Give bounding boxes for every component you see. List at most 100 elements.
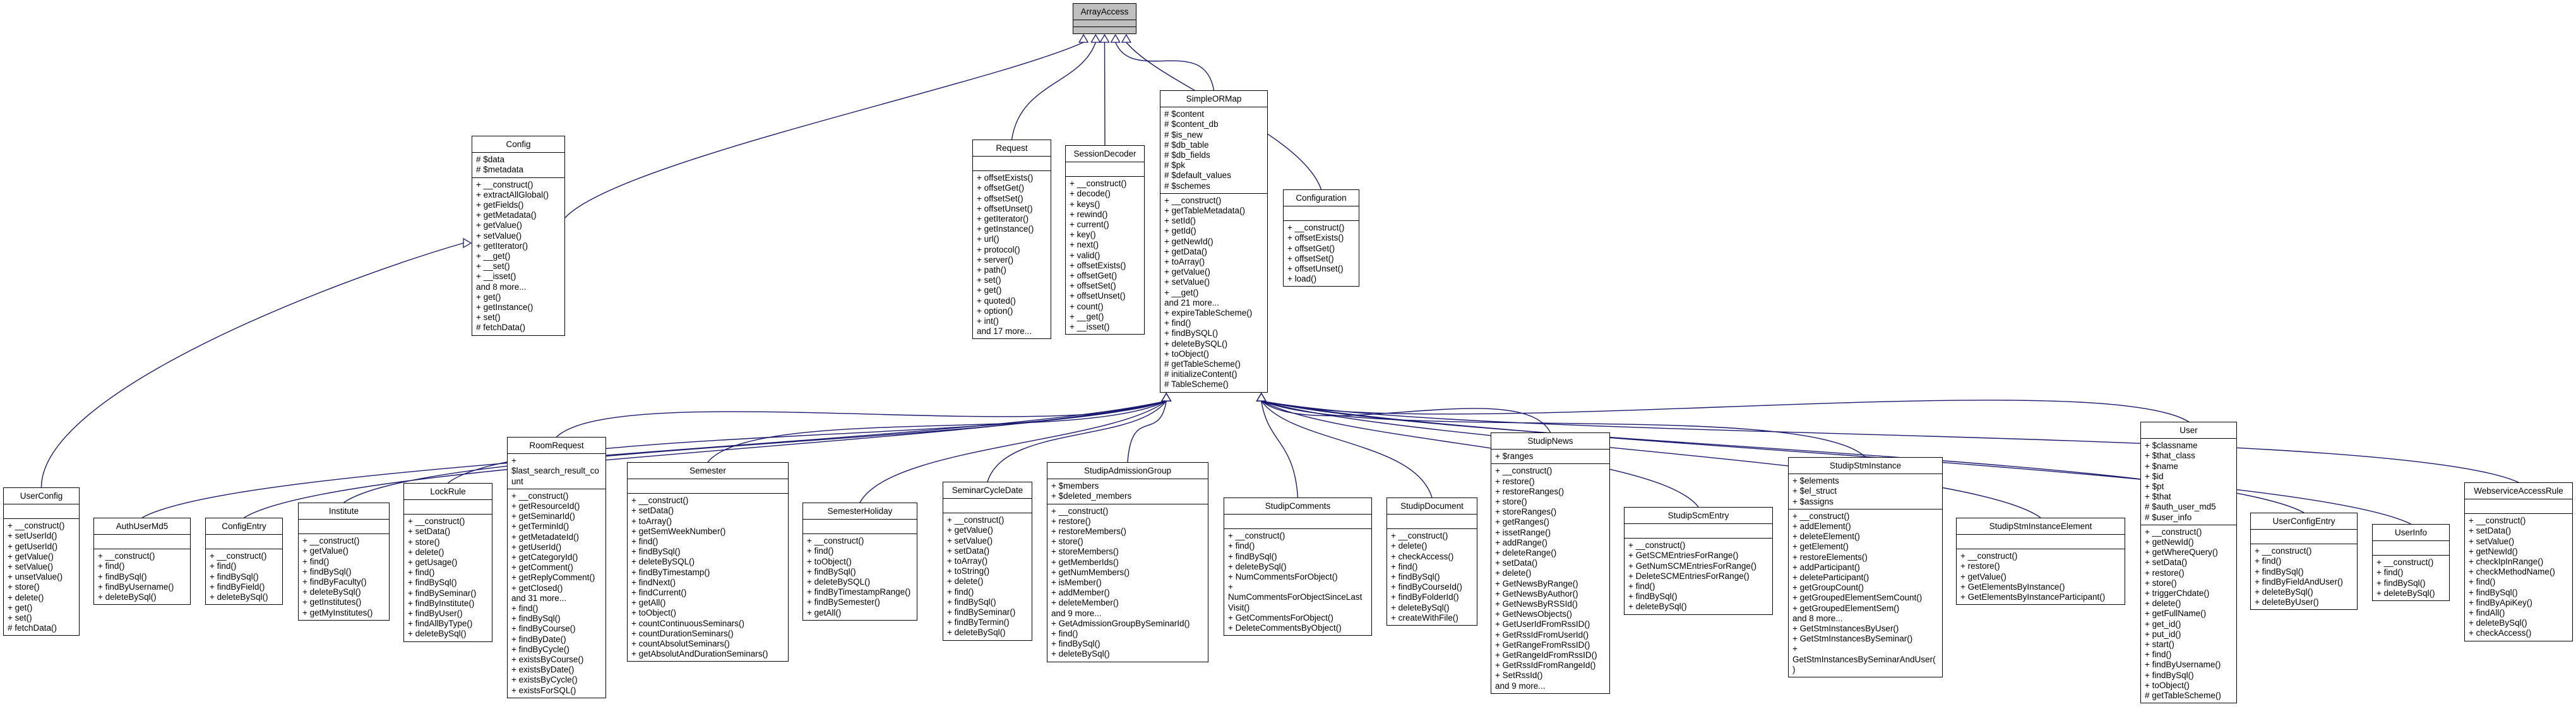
member: # $content bbox=[1164, 109, 1205, 119]
member: + GetNewsByAuthor() bbox=[1495, 588, 1578, 599]
member: # initializeContent() bbox=[1164, 369, 1237, 379]
member: + findBySql() bbox=[947, 597, 996, 607]
class-title: AuthUserMd5 bbox=[94, 518, 190, 535]
member: + getValue() bbox=[8, 551, 54, 561]
member: + count() bbox=[1070, 301, 1104, 311]
member: + find() bbox=[1628, 581, 1655, 592]
member: + storeMembers() bbox=[1051, 547, 1119, 557]
class-box-studipscmentry[interactable]: StudipScmEntry + __construct()+ GetSCMEn… bbox=[1624, 507, 1773, 615]
member: + $el_struct bbox=[1792, 486, 1837, 496]
class-box-userinfo[interactable]: UserInfo + __construct()+ find()+ findBy… bbox=[2372, 524, 2450, 602]
member: + GetNewsByRSSId() bbox=[1495, 599, 1578, 609]
member: + getMetadateId() bbox=[511, 532, 579, 542]
member: + $deleted_members bbox=[1051, 491, 1132, 501]
member: + setData() bbox=[2469, 526, 2512, 536]
member: + __construct() bbox=[1164, 195, 1222, 205]
member: + deleteRange() bbox=[1495, 548, 1557, 558]
class-box-roomrequest[interactable]: RoomRequest + $last_search_result_count … bbox=[507, 437, 606, 698]
member: + restore() bbox=[1495, 476, 1535, 486]
class-box-seminarcycledate[interactable]: SeminarCycleDate + __construct()+ getVal… bbox=[943, 482, 1032, 641]
member: # $content_db bbox=[1164, 119, 1219, 129]
member: + __construct() bbox=[807, 536, 864, 546]
class-box-sessiondecoder[interactable]: SessionDecoder + __construct()+ decode()… bbox=[1065, 145, 1145, 335]
member: + GetElementsByInstanceParticipant() bbox=[1960, 592, 2106, 602]
member: and 21 more... bbox=[1164, 297, 1220, 307]
class-methods: + __construct()+ restore()+ getValue()+ … bbox=[1957, 549, 2125, 604]
class-box-semesterholiday[interactable]: SemesterHoliday + __construct()+ find()+… bbox=[802, 503, 917, 621]
member: + toObject() bbox=[631, 608, 676, 618]
class-box-simpleormap[interactable]: SimpleORMap # $content# $content_db# $is… bbox=[1160, 90, 1268, 393]
class-title: StudipStmInstanceElement bbox=[1957, 518, 2125, 535]
member: + getValue() bbox=[1164, 267, 1210, 277]
class-box-config[interactable]: Config # $data# $metadata + __construct(… bbox=[472, 136, 565, 336]
member: + countAbsolutSeminars() bbox=[631, 639, 730, 649]
inheritance-edge bbox=[141, 400, 1167, 518]
class-box-userconfigentry[interactable]: UserConfigEntry + __construct()+ find()+… bbox=[2250, 513, 2358, 611]
class-box-user[interactable]: User + $classname+ $that_class+ $name+ $… bbox=[2140, 422, 2237, 704]
member: + getReplyComment() bbox=[511, 573, 595, 583]
class-attributes bbox=[404, 500, 492, 515]
member: # $db_table bbox=[1164, 140, 1209, 150]
member: + offsetGet() bbox=[977, 183, 1025, 193]
class-box-institute[interactable]: Institute + __construct()+ getValue()+ f… bbox=[298, 503, 390, 621]
class-box-request[interactable]: Request + offsetExists()+ offsetGet()+ o… bbox=[972, 140, 1051, 340]
class-box-arrayaccess[interactable]: ArrayAccess bbox=[1073, 3, 1136, 35]
member: + deleteBySql() bbox=[2469, 618, 2527, 628]
member: + find() bbox=[1051, 629, 1078, 639]
member: + restore() bbox=[1960, 561, 2000, 571]
member: + __construct() bbox=[1792, 511, 1850, 521]
member: + deleteBySql() bbox=[302, 587, 361, 597]
class-methods: + __construct()+ restore()+ restoreMembe… bbox=[1047, 504, 1208, 662]
member: + getMemberIds() bbox=[1051, 557, 1119, 567]
member: + GetNewsByRange() bbox=[1495, 578, 1578, 588]
class-box-webserviceaccessrule[interactable]: WebserviceAccessRule + __construct()+ se… bbox=[2464, 482, 2573, 641]
class-title: UserConfig bbox=[4, 488, 79, 505]
class-box-studipdocument[interactable]: StudipDocument + __construct()+ delete()… bbox=[1386, 497, 1477, 626]
inheritance-arrowhead bbox=[1121, 33, 1131, 43]
member: + __construct() bbox=[408, 516, 465, 527]
class-box-studipcomments[interactable]: StudipComments + __construct()+ find()+ … bbox=[1224, 497, 1372, 636]
member: + __construct() bbox=[511, 491, 569, 501]
class-box-lockrule[interactable]: LockRule + __construct()+ setData()+ sto… bbox=[403, 483, 492, 642]
class-title: LockRule bbox=[404, 484, 492, 501]
member: + find() bbox=[408, 568, 435, 578]
class-box-authusermd5[interactable]: AuthUserMd5 + __construct()+ find()+ fin… bbox=[93, 518, 191, 605]
inheritance-edge bbox=[1261, 400, 1433, 498]
member: + findByUsername() bbox=[98, 581, 174, 592]
inheritance-edge bbox=[1127, 400, 1167, 463]
member: + findByCycle() bbox=[511, 644, 569, 654]
member: + existsByCycle() bbox=[511, 675, 578, 685]
class-attributes bbox=[1625, 524, 1772, 539]
member: + setUserId() bbox=[8, 531, 57, 541]
member: + findBySeminar() bbox=[947, 607, 1016, 617]
inheritance-edge bbox=[1104, 42, 1106, 146]
member: + findByUser() bbox=[408, 609, 463, 619]
class-box-studipnews[interactable]: StudipNews + $ranges + __construct()+ re… bbox=[1491, 432, 1610, 694]
class-box-configentry[interactable]: ConfigEntry + __construct()+ find()+ fin… bbox=[205, 518, 283, 605]
member: + setData() bbox=[947, 545, 990, 556]
member: + getInstitutes() bbox=[302, 597, 362, 607]
member: + __construct() bbox=[2145, 527, 2202, 537]
member: + findBySql() bbox=[807, 566, 856, 576]
member: + find() bbox=[1164, 318, 1191, 328]
member: # getTableScheme() bbox=[1164, 359, 1241, 369]
class-title: SeminarCycleDate bbox=[943, 482, 1032, 499]
class-box-studipstminstanceelement[interactable]: StudipStmInstanceElement + __construct()… bbox=[1956, 518, 2125, 605]
member: + getValue() bbox=[302, 546, 349, 556]
member: + offsetUnset() bbox=[1287, 264, 1344, 274]
member: + findByFaculty() bbox=[302, 577, 367, 587]
member: + deleteBySql() bbox=[2376, 588, 2435, 598]
class-box-userconfig[interactable]: UserConfig + __construct()+ setUserId()+… bbox=[3, 487, 80, 636]
class-methods: + __construct()+ addElement()+ deleteEle… bbox=[1789, 509, 1942, 677]
class-box-studipadmissiongroup[interactable]: StudipAdmissionGroup + $members+ $delete… bbox=[1047, 462, 1208, 662]
member: + findByUsername() bbox=[2145, 660, 2221, 670]
member: + getComment() bbox=[511, 563, 573, 573]
member: + findBySeminar() bbox=[408, 588, 477, 598]
class-box-semester[interactable]: Semester + __construct()+ setData()+ toA… bbox=[627, 462, 789, 662]
member: + quoted() bbox=[977, 295, 1016, 306]
class-box-configuration[interactable]: Configuration + __construct()+ offsetExi… bbox=[1283, 189, 1359, 287]
class-box-studipstminstance[interactable]: StudipStmInstance + $elements+ $el_struc… bbox=[1788, 457, 1943, 678]
inheritance-edge bbox=[40, 242, 464, 488]
member: + restoreRanges() bbox=[1495, 486, 1565, 496]
member: + __construct() bbox=[2469, 516, 2526, 526]
